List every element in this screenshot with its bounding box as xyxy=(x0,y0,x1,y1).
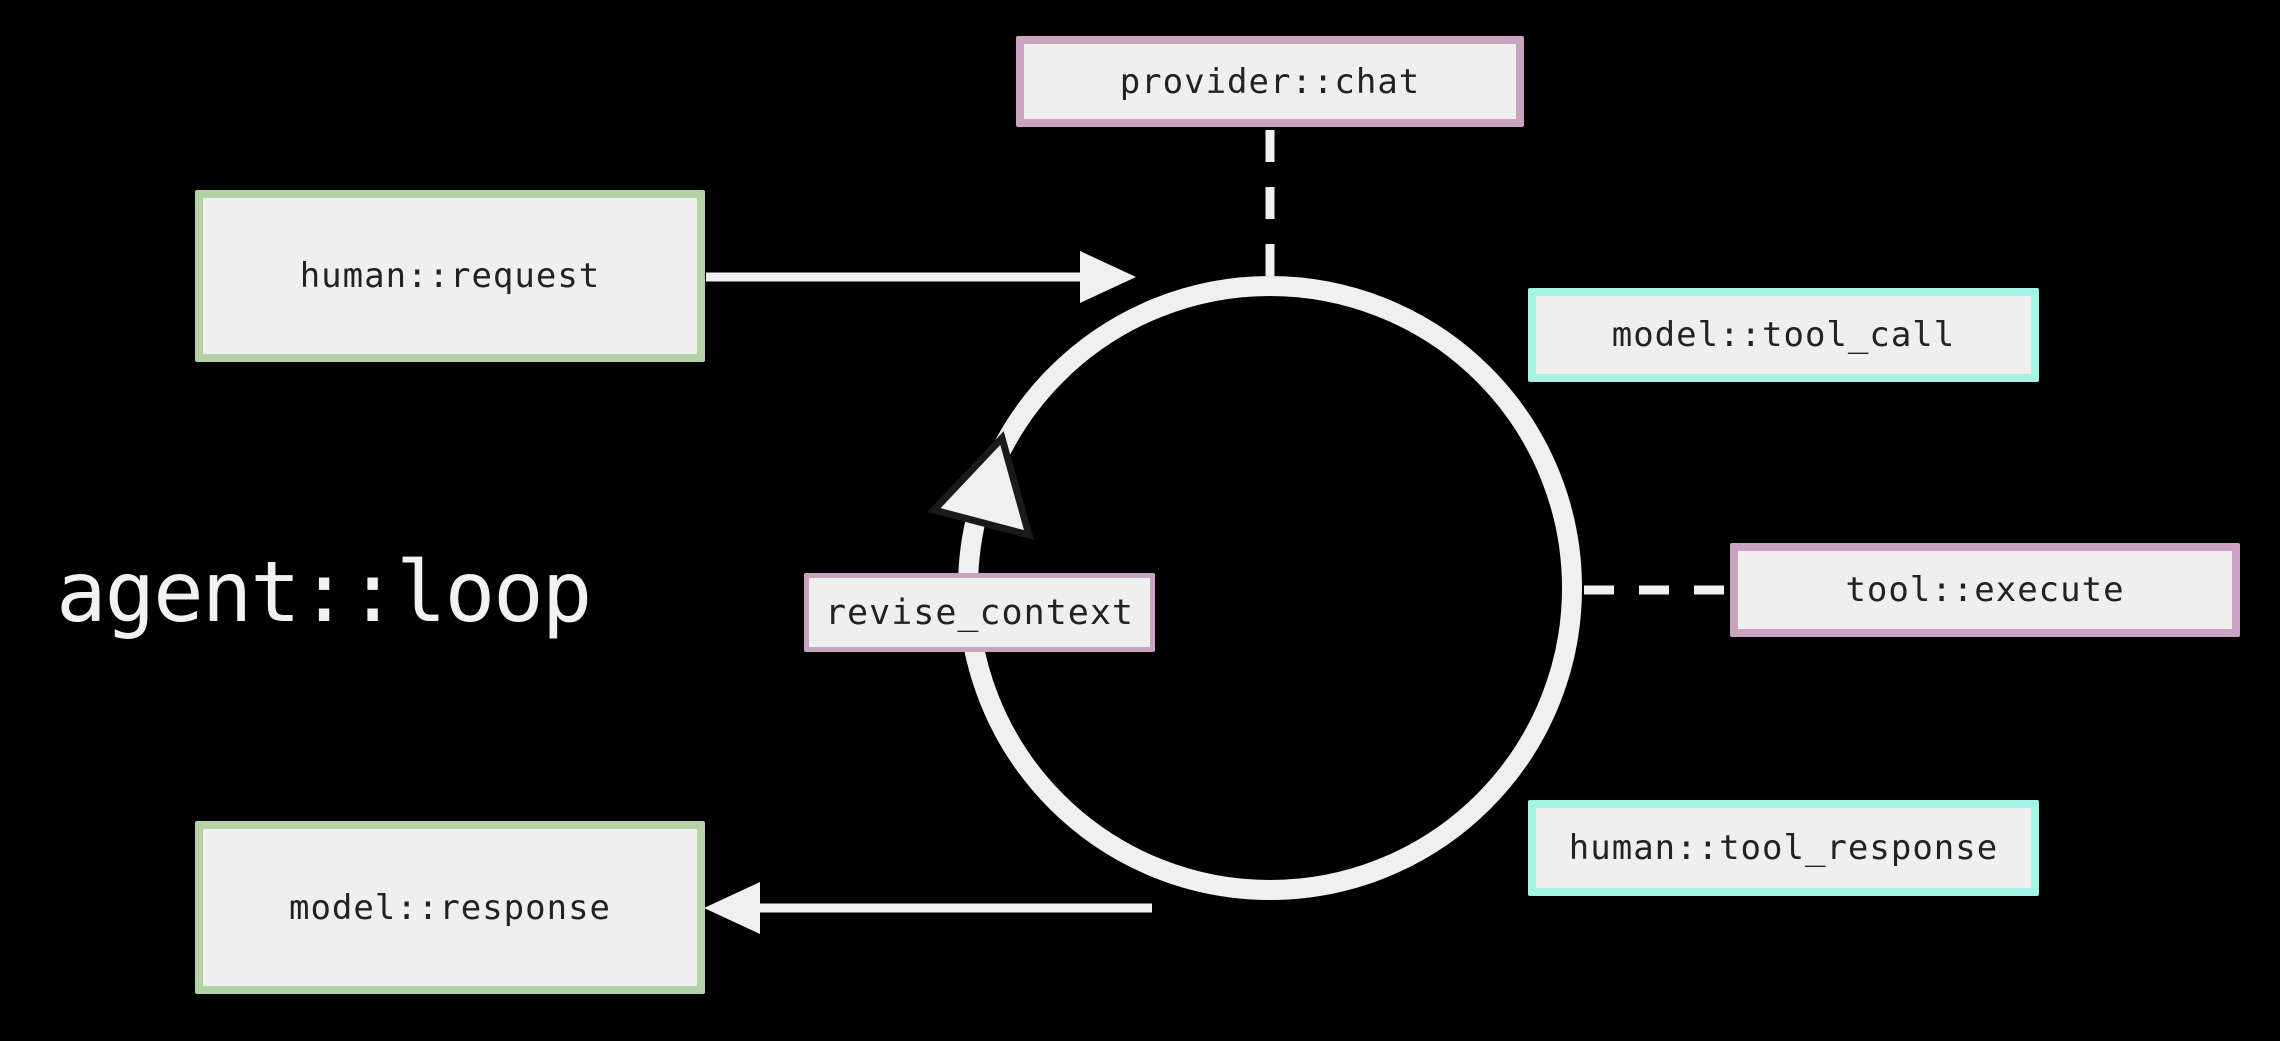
node-human-request: human::request xyxy=(195,190,705,362)
arrowhead-right-icon xyxy=(1080,251,1136,303)
arrowhead-left-icon xyxy=(704,882,760,934)
node-human-tool-response: human::tool_response xyxy=(1528,800,2039,896)
node-human-tool-response-label: human::tool_response xyxy=(1568,828,1999,868)
node-provider-chat: provider::chat xyxy=(1016,36,1524,127)
node-tool-execute: tool::execute xyxy=(1730,543,2240,637)
node-model-response: model::response xyxy=(195,821,705,994)
node-human-request-label: human::request xyxy=(299,256,601,296)
node-model-tool-call: model::tool_call xyxy=(1528,288,2039,382)
node-model-response-label: model::response xyxy=(288,887,612,928)
node-model-tool-call-label: model::tool_call xyxy=(1611,315,1956,355)
diagram-title: agent::loop xyxy=(56,543,592,641)
model-response-arrow xyxy=(704,882,1152,934)
node-tool-execute-label: tool::execute xyxy=(1845,570,2125,610)
node-revise-context: revise_context xyxy=(804,573,1155,652)
loop-direction-arrowhead-icon xyxy=(927,431,1035,540)
human-request-arrow xyxy=(706,251,1136,303)
node-revise-context-label: revise_context xyxy=(824,592,1134,633)
node-provider-chat-label: provider::chat xyxy=(1119,61,1421,102)
